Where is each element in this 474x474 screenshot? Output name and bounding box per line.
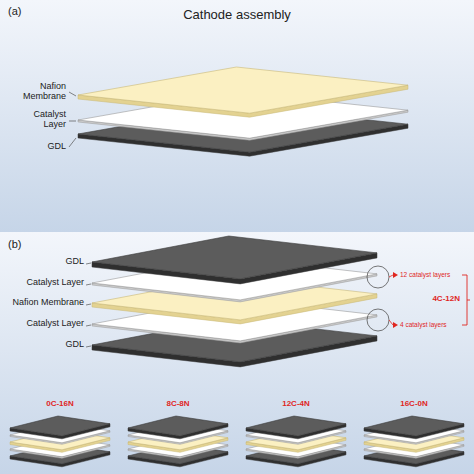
bracket xyxy=(462,275,467,325)
part-label: Catalyst Layer xyxy=(26,278,84,288)
callout-line xyxy=(389,275,393,277)
part-label: Catalyst Layer xyxy=(26,319,84,329)
layer-top xyxy=(78,67,408,113)
gdl-layer xyxy=(128,416,228,439)
callout-label: 4 catalyst layers xyxy=(400,321,447,328)
mem-layer xyxy=(78,67,408,117)
callout-label: 12 catalyst layers xyxy=(400,271,450,278)
callout-circle xyxy=(367,266,389,288)
callout-label: 4C-12N xyxy=(432,295,460,304)
leader-line xyxy=(86,325,91,326)
arrow-head xyxy=(393,272,398,278)
leader-line xyxy=(69,121,76,122)
gdl-layer xyxy=(246,416,346,439)
part-label: (a) xyxy=(8,5,21,17)
part-label: GDL xyxy=(47,142,66,152)
callout-label: 8C-8N xyxy=(166,400,189,409)
layer-top xyxy=(128,416,228,436)
part-label: Nafion Membrane xyxy=(12,298,84,308)
leader-line xyxy=(69,138,76,147)
callout-label: 0C-16N xyxy=(46,400,74,409)
leader-line xyxy=(69,92,76,96)
leader-line xyxy=(86,263,91,264)
part-label: Nafion Membrane xyxy=(18,82,66,102)
callout-label: 16C-0N xyxy=(400,400,428,409)
part-label: GDL xyxy=(65,340,84,350)
leader-line xyxy=(86,284,91,285)
leader-line xyxy=(86,346,91,347)
panel-ground xyxy=(0,232,474,474)
gdl-layer xyxy=(92,236,377,284)
layer-top xyxy=(92,236,377,279)
layer-top xyxy=(10,416,110,436)
layer-top xyxy=(364,416,464,436)
layer-top xyxy=(246,416,346,436)
callout-line xyxy=(389,320,393,325)
part-label: (b) xyxy=(8,238,21,250)
panel-ground xyxy=(0,0,474,232)
bracket xyxy=(467,300,470,301)
gdl-layer xyxy=(364,416,464,439)
arrow-head xyxy=(393,322,398,328)
title: Cathode assembly xyxy=(183,8,291,22)
part-label: GDL xyxy=(65,257,84,267)
leader-line xyxy=(86,304,91,305)
callout-circle xyxy=(367,309,389,331)
part-label: Catalyst Layer xyxy=(18,110,66,130)
gdl-layer xyxy=(10,416,110,439)
callout-label: 12C-4N xyxy=(282,400,310,409)
